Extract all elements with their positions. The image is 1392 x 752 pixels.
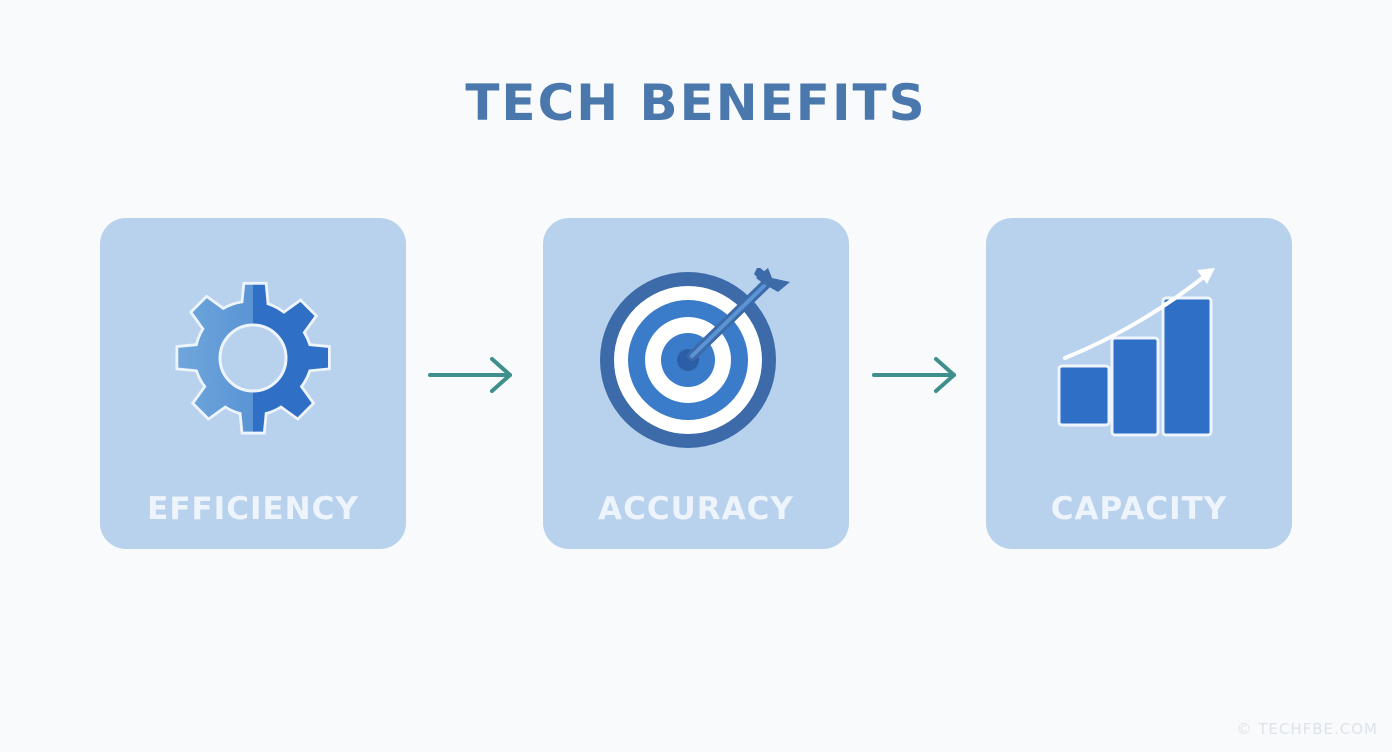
card-label: CAPACITY [1050,491,1228,527]
page-title: TECH BENEFITS [465,74,927,132]
target-icon [600,268,790,448]
card-accuracy: ACCURACY [543,218,849,549]
arrow-right-icon [872,357,956,393]
growth-chart-icon [1057,268,1215,437]
watermark: © TECHFBE.COM [1236,720,1378,738]
card-label: EFFICIENCY [147,491,359,527]
card-label: ACCURACY [598,491,794,527]
card-efficiency: EFFICIENCY [100,218,406,549]
arrow-right-icon [428,357,512,393]
gear-icon [175,281,331,435]
card-capacity: CAPACITY [986,218,1292,549]
